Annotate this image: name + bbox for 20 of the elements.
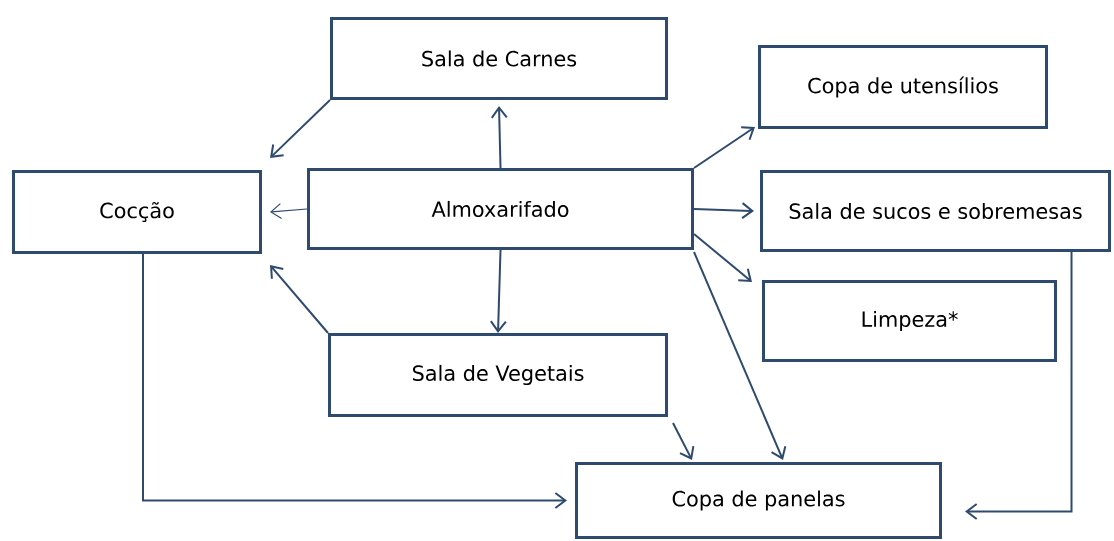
arrow <box>270 265 329 334</box>
arrow <box>270 203 308 220</box>
process-box: Copa de utensílios <box>758 45 1048 129</box>
process-box: Sala de Vegetais <box>328 333 668 417</box>
arrow <box>693 202 754 220</box>
arrow <box>672 422 695 460</box>
process-box: Almoxarifado <box>307 168 694 250</box>
arrow <box>693 233 752 282</box>
process-box: Sala de sucos e sobremesas <box>760 170 1111 252</box>
arrow <box>693 251 787 460</box>
arrow <box>270 99 331 158</box>
process-box: Sala de Carnes <box>330 17 668 100</box>
arrow <box>142 253 567 509</box>
arrow <box>965 251 1073 520</box>
arrow <box>489 249 507 333</box>
arrow <box>693 126 755 169</box>
process-box: Cocção <box>12 170 262 254</box>
process-box: Copa de panelas <box>575 462 942 539</box>
arrow <box>490 106 508 169</box>
process-box: Limpeza* <box>762 280 1057 362</box>
